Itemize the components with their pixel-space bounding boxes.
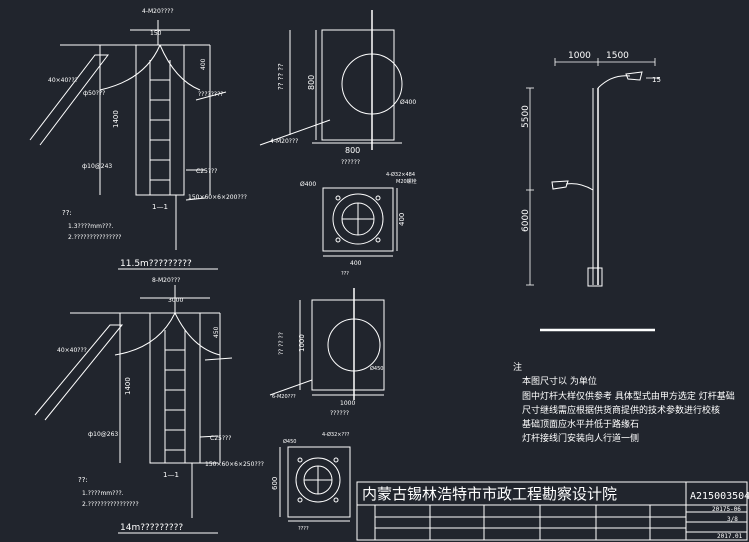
label-14-ring: ф10@263 <box>88 431 118 438</box>
label-11-section: 1—1 <box>152 203 168 211</box>
label-14-section: 1—1 <box>163 471 179 479</box>
sheet-number: 3/8 <box>727 516 738 523</box>
plan14-side: ?? ?? ?? <box>278 332 285 355</box>
notes-11-head: ??: <box>62 209 72 217</box>
label-14-3000: 3000 <box>168 297 183 304</box>
drawing-code: A215003504 <box>690 491 749 502</box>
label-14-c25: C25??? <box>210 435 231 442</box>
base-plate-11 <box>322 187 398 257</box>
plate11-w: 400 <box>350 260 362 267</box>
label-14-base: 150×60×6×250??? <box>205 461 264 468</box>
note-line-5: 灯杆接线门安装向人行道一侧 <box>522 432 639 444</box>
plan11-bolts: 4-M20??? <box>270 138 298 145</box>
label-11-base: 150×60×6×200??? <box>188 194 247 201</box>
plate14-dia: Ø450 <box>283 438 296 445</box>
note-line-3: 尺寸继线需应根据供货商提供的技术参数进行校核 <box>522 404 720 416</box>
plan11-side: ?? ?? ?? <box>277 63 285 90</box>
plate11-sub: M20螺栓 <box>396 178 417 185</box>
label-14-slope: 40×40??? <box>57 347 87 354</box>
arm-dim-1000: 1000 <box>568 51 591 61</box>
base-plate-14 <box>279 446 351 522</box>
foundation-section-14 <box>34 285 233 518</box>
plate14-caption: ???? <box>298 526 309 532</box>
label-14-450: 450 <box>213 326 220 338</box>
plan-view-11 <box>259 10 403 150</box>
label-11-150: 150 <box>150 30 162 37</box>
plan11-dia: Ø400 <box>400 99 416 106</box>
note-line-2: 图中灯杆大样仅供参考 具体型式由甲方选定 灯杆基础 <box>522 390 735 402</box>
drawing-date: 2017.01 <box>717 533 743 540</box>
height-5500: 5500 <box>521 105 531 128</box>
notes-14-1: 1.????mm???. <box>82 490 124 497</box>
label-11-ring: ф10@243 <box>82 163 112 170</box>
plate11-caption: ??? <box>341 271 349 277</box>
plan14-height: 1000 <box>298 334 306 352</box>
notes-14-2: 2.???????????????? <box>82 501 139 508</box>
label-11-pipe: ф50??? <box>83 90 105 97</box>
note-line-4: 基础顶面应水平并低于路缘石 <box>522 418 639 430</box>
title-14m: 14m????????? <box>120 523 183 533</box>
plate11-dia: Ø400 <box>300 181 316 188</box>
plan11-caption: ?????? <box>341 159 360 166</box>
label-11-rebar: ???????? <box>198 91 223 98</box>
title-11-5m: 11.5m????????? <box>120 259 192 269</box>
plan-view-14 <box>269 288 385 400</box>
notes-14-head: ??: <box>78 476 88 484</box>
foundation-section-11 <box>29 20 227 250</box>
label-14-bolts: 8-M20??? <box>152 277 180 284</box>
plan14-caption: ?????? <box>330 410 349 417</box>
label-11-bolts: 4-M20???? <box>142 8 174 15</box>
angle-15: 15 <box>652 76 661 84</box>
revision-code: 20175-06 <box>712 506 741 513</box>
plate14-bolts: 4-Ø32×??? <box>322 431 350 438</box>
note-line-1: 本图尺寸以 为单位 <box>522 375 597 387</box>
plan14-dia: Ø450 <box>370 365 383 372</box>
height-6000: 6000 <box>521 209 531 232</box>
plate11-h: 400 <box>398 213 406 226</box>
institute-name: 内蒙古锡林浩特市市政工程勘察设计院 <box>362 485 617 503</box>
notes-11-2: 2.??????????????? <box>68 234 122 241</box>
label-11-slope: 40×40??? <box>48 77 78 84</box>
title-block: 内蒙古锡林浩特市市政工程勘察设计院 A215003504 20175-06 3/… <box>356 481 749 541</box>
label-11-400: 400 <box>200 58 207 70</box>
plate11-bolts: 4-Ø32×484 <box>386 171 415 178</box>
plate14-h: 600 <box>271 477 279 490</box>
plan14-width: 1000 <box>340 400 355 407</box>
notes-heading: 注 <box>513 361 522 373</box>
notes-11-1: 1.3????mm???. <box>68 223 114 230</box>
arm-dim-1500: 1500 <box>606 51 629 61</box>
pole-elevation <box>526 58 660 332</box>
plan11-height: 800 <box>307 75 316 90</box>
label-14-height: 1400 <box>124 377 132 395</box>
design-notes: 注 本图尺寸以 为单位 图中灯杆大样仅供参考 具体型式由甲方选定 灯杆基础 尺寸… <box>513 361 735 444</box>
label-11-height: 1400 <box>112 110 120 128</box>
plan11-width: 800 <box>345 146 360 155</box>
plan14-bolts: 6-M20??? <box>272 394 296 400</box>
label-11-c25: C25??? <box>196 168 217 175</box>
